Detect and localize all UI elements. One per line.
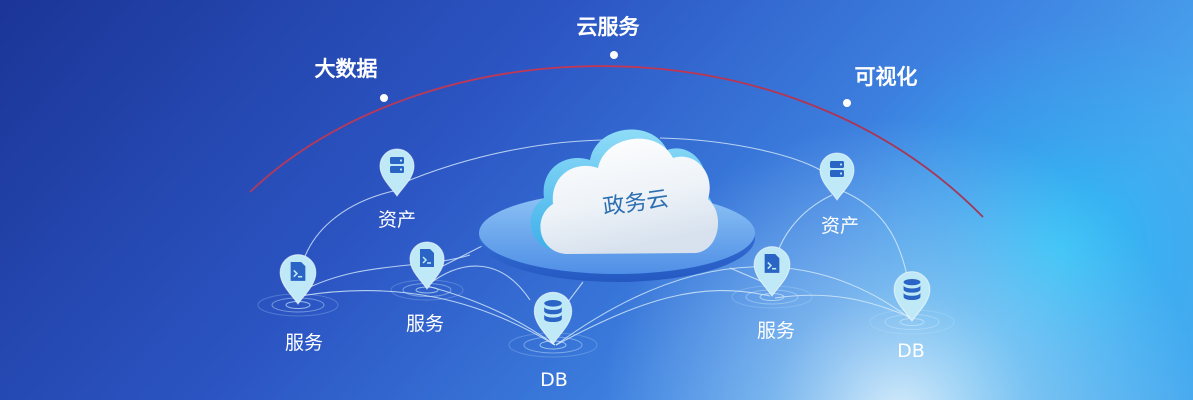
server-icon [390,157,404,173]
arc-dot-right [843,99,851,107]
line-service-left-to-db [426,285,556,346]
outer-arc [249,65,984,218]
arc-label-right: 可视化 [855,65,918,89]
pin-db-right [893,271,931,322]
node-label-db-right: DB [897,340,925,362]
node-label-asset-right: 资产 [821,215,859,237]
terminal-file-icon [290,262,306,281]
node-label-service-far-left: 服务 [285,332,323,354]
line-far-service-to-db [299,289,556,346]
government-cloud: 政务云 [530,129,719,254]
pin-asset-right [819,152,855,201]
node-label-service-left: 服务 [406,313,444,335]
pin-service-right [753,246,791,297]
pin-db-center [533,291,573,345]
pin-service-left [409,241,445,290]
line-service-right-to-db [774,294,913,319]
line-db-to-db-right [555,266,913,346]
arc-label-center: 云服务 [577,15,641,39]
arc-dot-left [380,94,388,102]
line-asset-left-top [397,139,611,186]
arc-dot-center [610,51,618,59]
line-far-service-upper [299,254,471,293]
line-service-left-arc [427,265,531,301]
arc-label-left: 大数据 [315,57,378,81]
line-service-left-to-disc [434,243,487,271]
line-db-to-service-right [555,290,771,346]
database-icon [544,300,562,322]
node-label-service-right: 服务 [757,320,795,342]
terminal-file-icon [420,249,434,267]
node-label-db-center: DB [540,369,568,391]
database-icon [903,279,921,300]
terminal-file-icon [764,254,780,273]
server-icon [830,161,844,177]
pin-asset-left [379,148,415,197]
pin-service-far-left [279,254,317,305]
node-label-asset-left: 资产 [378,209,416,231]
cloud-face [540,138,719,254]
